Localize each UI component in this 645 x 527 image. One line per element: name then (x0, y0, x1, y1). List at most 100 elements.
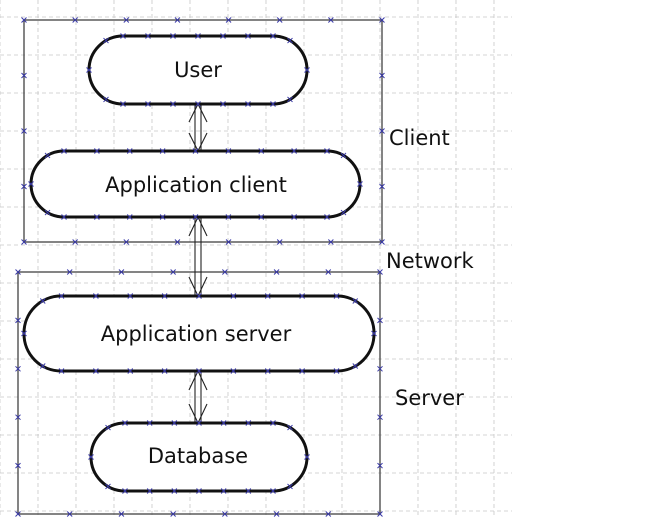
handle-mark (93, 293, 99, 299)
handle-mark (245, 33, 251, 39)
handle-mark (222, 511, 228, 517)
user-node[interactable]: User (87, 34, 309, 106)
handle-mark (15, 269, 21, 275)
handle-mark (340, 152, 347, 159)
handle-mark (264, 293, 271, 299)
handle-mark (123, 17, 130, 23)
handle-mark (21, 72, 27, 79)
network-connector[interactable] (188, 215, 208, 298)
handle-mark (291, 214, 297, 220)
handle-mark (170, 269, 176, 275)
handle-mark (273, 511, 280, 517)
handle-mark (195, 101, 201, 107)
handle-mark (325, 269, 332, 275)
handle-mark (39, 363, 46, 369)
handle-mark (377, 317, 383, 324)
handle-mark (379, 128, 385, 134)
handle-mark (225, 239, 232, 245)
handle-mark (299, 368, 305, 374)
handle-mark (72, 239, 78, 245)
handle-mark (230, 368, 237, 374)
handle-mark (145, 33, 151, 39)
database-node[interactable]: Database (89, 421, 309, 493)
handle-mark (174, 17, 181, 23)
handle-mark (287, 37, 293, 44)
handle-mark (94, 214, 100, 220)
handle-mark (15, 317, 21, 324)
handle-mark (287, 424, 293, 431)
handle-mark (21, 239, 27, 245)
handle-mark (118, 511, 125, 517)
application-server-node-label: Application server (101, 322, 292, 346)
handle-mark (58, 293, 65, 299)
handle-mark (21, 330, 27, 337)
handle-mark (21, 183, 27, 190)
handle-mark (174, 239, 181, 245)
handle-mark (304, 454, 310, 460)
handle-mark (377, 365, 383, 372)
handle-mark (225, 148, 232, 154)
handle-mark (192, 214, 199, 220)
handle-mark (61, 214, 67, 220)
handle-mark (220, 488, 227, 494)
handle-mark (192, 148, 199, 154)
handle-mark (377, 511, 383, 517)
handle-mark (44, 152, 51, 159)
handle-mark (86, 67, 92, 73)
handle-mark (120, 33, 126, 39)
handle-mark (220, 33, 226, 39)
handle-mark (245, 488, 252, 494)
handle-mark (357, 181, 363, 187)
handle-mark (94, 148, 100, 154)
handle-mark (324, 148, 330, 154)
handle-mark (225, 17, 232, 23)
handle-mark (103, 96, 109, 103)
handle-mark (379, 17, 385, 23)
handle-mark (66, 511, 73, 517)
handle-mark (328, 239, 334, 245)
handle-mark (340, 209, 347, 216)
handle-mark (276, 239, 283, 245)
application-client-node[interactable]: Application client (29, 149, 362, 219)
server-group-frame[interactable] (17, 271, 381, 515)
handle-mark (159, 214, 166, 220)
handle-mark (21, 128, 27, 134)
handle-mark (161, 293, 168, 299)
application-client-node-label: Application client (105, 173, 287, 197)
handle-mark (270, 33, 276, 39)
handle-mark (161, 368, 168, 374)
handle-mark (28, 181, 34, 187)
handle-mark (225, 214, 232, 220)
handle-mark (245, 420, 252, 426)
application-server-node[interactable]: Application server (22, 294, 376, 373)
handle-mark (93, 368, 99, 374)
handle-mark (324, 214, 330, 220)
network-edge-label: Network (386, 249, 475, 273)
handle-mark (15, 462, 21, 469)
user-to-app-client-connector[interactable] (188, 102, 208, 153)
handle-mark (287, 483, 293, 490)
handle-mark (264, 368, 271, 374)
handle-mark (352, 363, 359, 369)
handle-mark (159, 148, 166, 154)
handle-mark (325, 511, 332, 517)
user-node-label: User (174, 58, 222, 82)
handle-mark (126, 214, 133, 220)
client-group-label: Client (389, 126, 450, 150)
handle-mark (196, 420, 202, 426)
handle-mark (304, 67, 310, 73)
handle-mark (66, 269, 73, 275)
handle-mark (170, 101, 176, 107)
handle-mark (145, 101, 151, 107)
handle-mark (44, 209, 51, 216)
handle-mark (222, 269, 228, 275)
handle-mark (118, 269, 125, 275)
handle-mark (291, 148, 297, 154)
handle-mark (270, 488, 276, 494)
handle-mark (196, 368, 202, 374)
handle-mark (126, 148, 133, 154)
handle-mark (120, 101, 126, 107)
handle-mark (88, 454, 94, 460)
handle-mark (123, 239, 130, 245)
